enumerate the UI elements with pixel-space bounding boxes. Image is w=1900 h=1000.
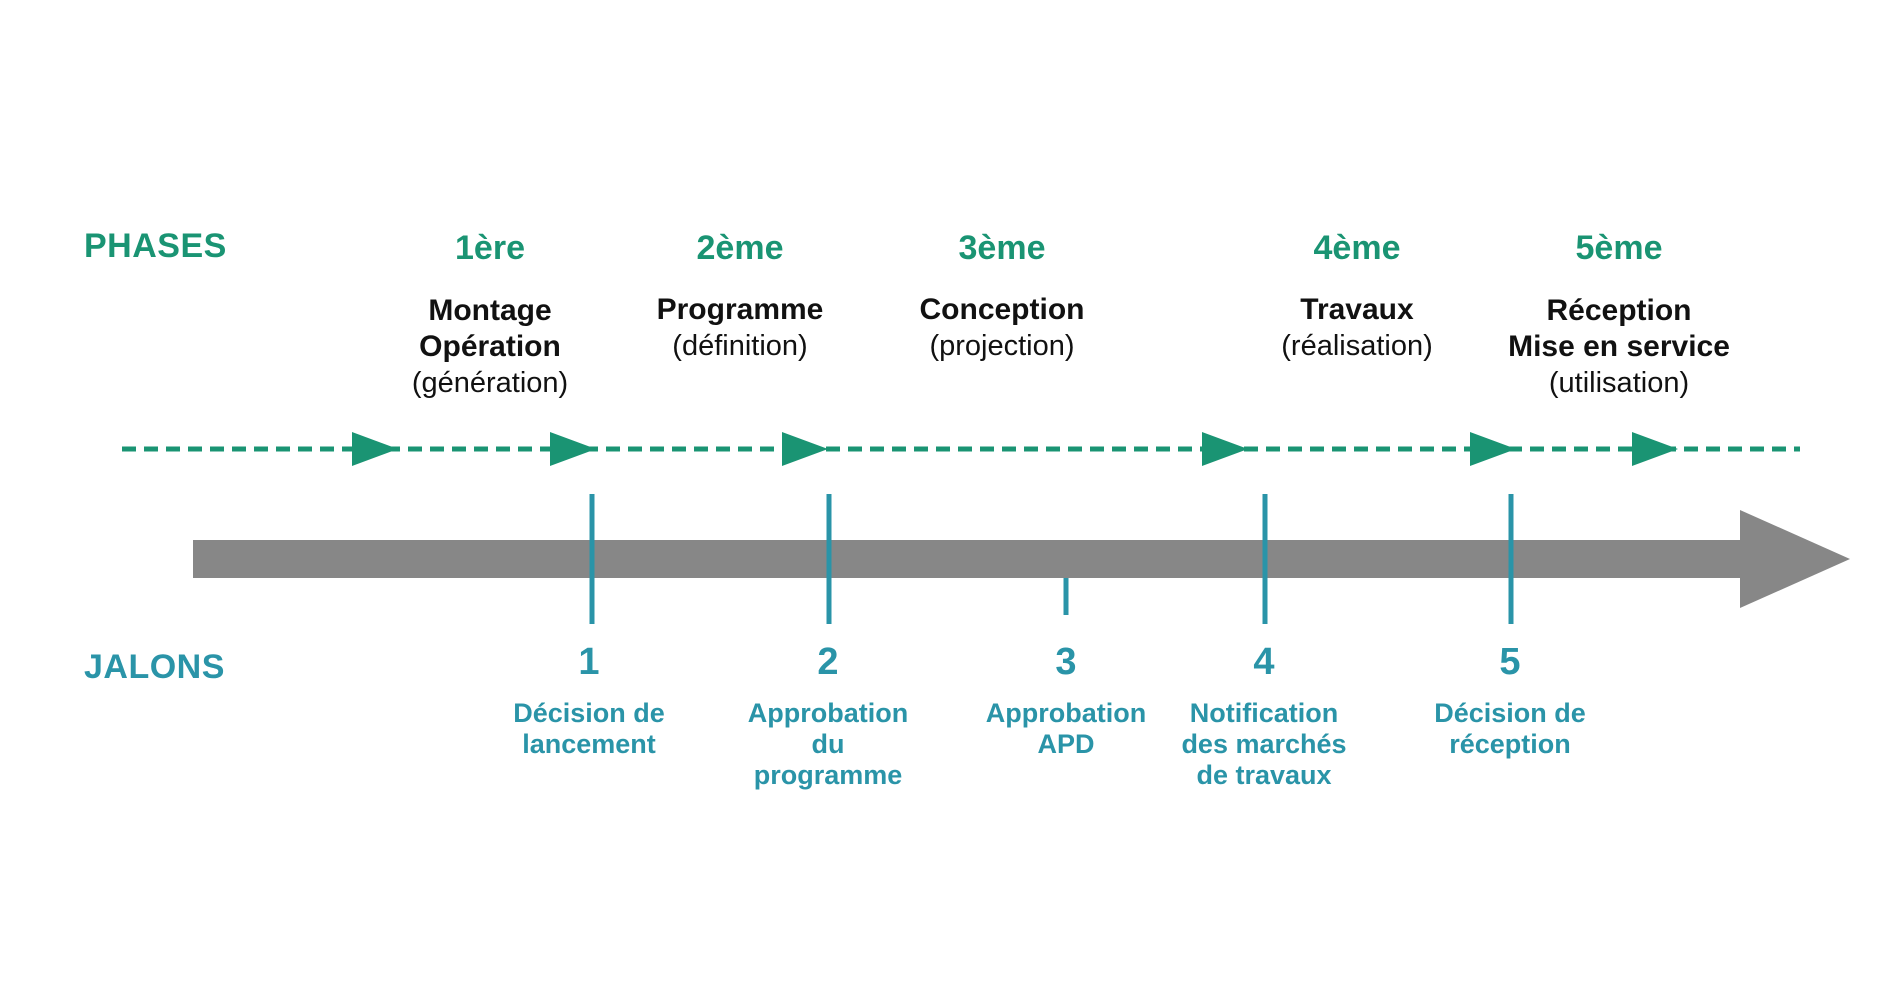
phase-2: 2ème Programme (définition) — [590, 228, 890, 364]
phase-1: 1ère Montage Opération (génération) — [340, 228, 640, 401]
phase-flow-arrowhead — [782, 432, 828, 466]
phase-4: 4ème Travaux (réalisation) — [1207, 228, 1507, 364]
jalon-number: 4 — [1253, 641, 1275, 683]
jalon-number: 2 — [817, 641, 839, 683]
jalon-description: Notification des marchés de travaux — [1181, 698, 1347, 790]
timeline-bar — [193, 540, 1743, 578]
phase-subtitle: (définition) — [672, 330, 808, 362]
timeline-arrowhead — [1740, 510, 1850, 608]
phase-3: 3ème Conception (projection) — [852, 228, 1152, 364]
jalon-4: 4 Notification des marchés de travaux — [1164, 640, 1364, 791]
jalon-5: 5 Décision de réception — [1410, 640, 1610, 760]
jalon-description: Décision de réception — [1434, 698, 1586, 759]
phase-number: 1ère — [455, 229, 525, 267]
phase-number: 2ème — [696, 229, 784, 267]
jalon-2: 2 Approbation du programme — [728, 640, 928, 791]
jalons-row-label: JALONS — [84, 648, 225, 686]
phase-number: 3ème — [958, 229, 1046, 267]
phase-name: Montage Opération — [419, 294, 561, 363]
jalon-description: Décision de lancement — [513, 698, 665, 759]
phase-flow-arrowhead — [1632, 432, 1678, 466]
jalon-3: 3 Approbation APD — [966, 640, 1166, 760]
jalon-1: 1 Décision de lancement — [489, 640, 689, 760]
phase-name: Travaux — [1300, 293, 1414, 326]
phases-row-label: PHASES — [84, 227, 227, 265]
jalon-description: Approbation APD — [985, 698, 1147, 759]
jalon-number: 5 — [1499, 641, 1521, 683]
phase-number: 4ème — [1313, 229, 1401, 267]
phase-number: 5ème — [1575, 229, 1663, 267]
phase-flow-arrowhead — [550, 432, 596, 466]
phase-name: Programme — [656, 293, 824, 326]
phase-subtitle: (utilisation) — [1548, 367, 1690, 399]
phase-flow-arrowhead — [1202, 432, 1248, 466]
phase-flow-arrowhead — [352, 432, 398, 466]
phase-flow-arrowhead — [1470, 432, 1516, 466]
phase-subtitle: (projection) — [929, 330, 1075, 362]
phase-name: Réception Mise en service — [1508, 294, 1730, 363]
phase-subtitle: (réalisation) — [1281, 330, 1433, 362]
phase-name: Conception — [919, 293, 1085, 326]
phase-subtitle: (génération) — [411, 367, 569, 399]
jalon-description: Approbation du programme — [747, 698, 909, 790]
phase-5: 5ème Réception Mise en service (utilisat… — [1469, 228, 1769, 401]
jalon-number: 1 — [578, 641, 600, 683]
jalon-number: 3 — [1055, 641, 1077, 683]
